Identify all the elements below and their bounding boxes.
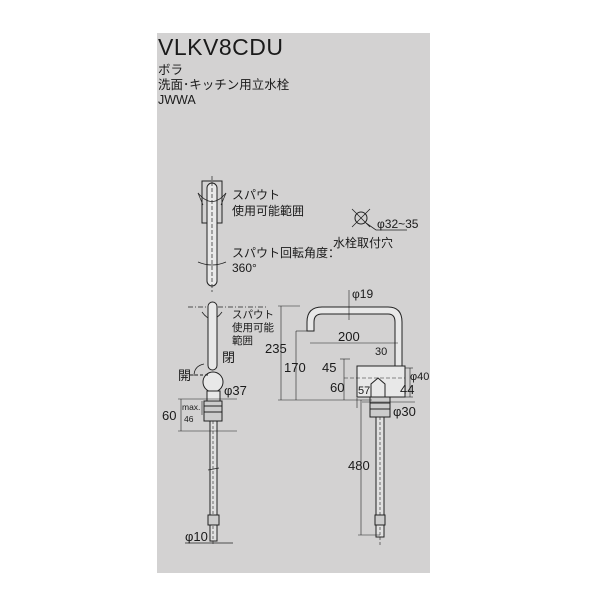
- certification: JWWA: [158, 93, 196, 107]
- total-height-dim: 235: [265, 341, 287, 356]
- spout-range-label-2: 使用可能範囲: [232, 203, 304, 218]
- max-label: max.: [182, 402, 200, 412]
- mount-hole-label: 水栓取付穴: [333, 235, 393, 250]
- side-body-diameter: φ37: [224, 383, 247, 398]
- dim-30: 30: [375, 346, 387, 358]
- dim-57: 57: [358, 385, 370, 397]
- dim-60: 60: [330, 380, 344, 395]
- dim-45: 45: [322, 360, 336, 375]
- mount-hole-symbol: [351, 208, 407, 231]
- rotation-label-1: スパウト回転角度：: [232, 245, 340, 260]
- model-number: VLKV8CDU: [158, 34, 284, 60]
- side-dim-60: 60: [162, 408, 176, 423]
- hose-diameter: φ10: [185, 529, 208, 544]
- close-label: 閉: [222, 350, 235, 365]
- max-value: 46: [184, 414, 194, 424]
- side-view-faucet: [178, 301, 268, 545]
- mount-hole-diameter: φ32~35: [377, 217, 419, 231]
- top-view-faucet: [197, 176, 227, 292]
- front-body-diameter: φ40: [410, 371, 429, 383]
- spout-range-label-1: スパウト: [232, 188, 280, 202]
- side-range-label-3: 範囲: [232, 334, 253, 347]
- spout-diameter: φ19: [352, 287, 373, 301]
- side-range-label-1: スパウト: [232, 309, 274, 321]
- rotation-label-2: 360°: [232, 261, 257, 275]
- front-view-faucet: [278, 290, 415, 545]
- reach-dim: 200: [338, 329, 360, 344]
- open-label: 開: [178, 368, 191, 383]
- spout-height-dim: 170: [284, 360, 306, 375]
- hose-length: 480: [348, 458, 370, 473]
- dim-44: 44: [400, 382, 414, 397]
- product-type: 洗面･キッチン用立水栓: [158, 78, 290, 92]
- brand-name: ボラ: [158, 63, 184, 77]
- side-range-label-2: 使用可能: [232, 321, 274, 334]
- base-diameter: φ30: [393, 404, 416, 419]
